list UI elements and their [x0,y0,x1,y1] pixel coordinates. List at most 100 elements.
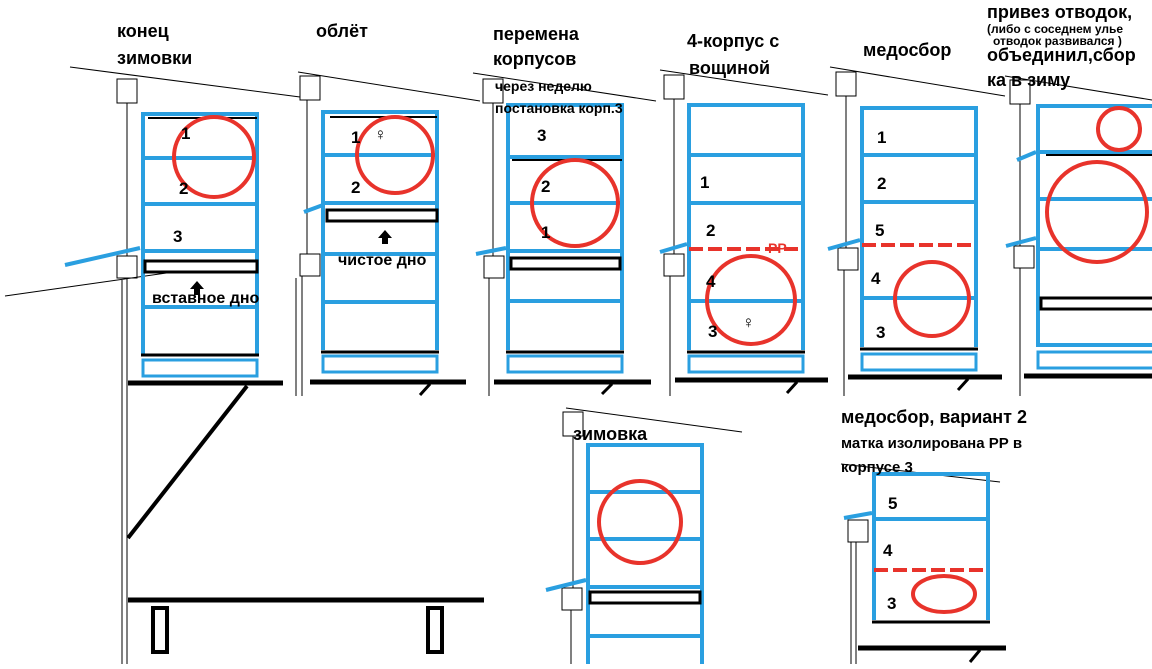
hive-body [545,443,704,664]
box-label: 3 [537,126,546,145]
stand-brace [956,377,970,392]
box-label: 1 [541,223,550,242]
stage-caption: перемена [493,24,580,44]
box-label: 4 [883,541,893,560]
stand-box [561,587,583,611]
roof-line [829,66,1006,97]
stage-note: чистое дно [338,252,427,269]
stage-caption: медосбор [863,40,951,60]
stand-box [663,253,685,277]
stand-brace [418,382,432,397]
stand-box [663,74,685,100]
brood-circle [172,115,256,199]
hive-body [1005,104,1152,370]
stand-box [835,71,857,97]
box-label: 2 [541,177,550,196]
roof-line [659,69,829,96]
box-label: 3 [887,594,896,613]
stage-caption: медосбор, вариант 2 [841,407,1027,427]
stage-caption: конец [117,21,169,41]
stage-end-of-winter: конец зимовки 1 2 3 вставное дно [4,21,484,664]
insert-bottom [509,256,622,271]
box-label: 1 [181,124,190,143]
brood-circle [597,479,683,565]
hive-body [303,110,439,374]
excluder-label: РР [768,240,787,256]
clean-bottom [325,208,439,223]
stand-box [847,519,869,543]
stand-box [116,78,138,104]
box-label: 2 [179,179,188,198]
box-label: 3 [173,227,182,246]
nuc-circle [1096,106,1142,152]
hive-body [475,103,624,374]
stand-brace [600,382,614,396]
stage-caption: 4-корпус с [687,31,779,51]
hive-body [843,472,990,620]
brood-circle [530,158,620,248]
stand-box [837,247,859,271]
stand-brace [968,649,982,663]
roof-line [472,72,657,102]
box-label: 5 [888,494,897,513]
box-label: 4 [871,269,881,288]
stage-caption: объединил,сбор [987,45,1136,65]
stage-note: вставное дно [152,290,260,307]
stage-wintering: зимовка [545,407,743,664]
box-label: 4 [706,272,716,291]
hive-body [827,106,978,372]
stage-caption: ка в зиму [987,70,1070,90]
stand-box [299,253,321,277]
stage-four-boxes-foundation: 4-корпус с вощиной 1 2 РР 4 3 ♀ [659,31,829,396]
insert-bottom [143,259,259,274]
stage-subcaption: (либо с соседнем улье [987,22,1123,36]
box-label: 1 [877,128,886,147]
stage-caption: зимовки [117,48,192,68]
insert-bottom [1039,296,1152,311]
hive-body [64,112,259,378]
stand-box [483,255,505,279]
brood-circle [355,115,435,195]
arrow-up-icon [190,281,204,295]
stage-box-swap: перемена корпусов через неделю постановк… [472,24,657,396]
box-label: 1 [700,173,709,192]
arrow-up-icon [378,230,392,244]
stage-caption: привез отводок, [987,2,1132,22]
stand-brace [126,384,249,540]
stage-caption: зимовка [573,424,648,444]
stage-caption: корпусов [493,49,576,69]
stage-subcaption: корпусе 3 [841,459,913,476]
stage-honey-flow: медосбор 1 2 5 4 3 [827,40,1006,396]
box-label: 1 [351,128,360,147]
stage-caption: облёт [316,21,368,41]
box-label: 3 [876,323,885,342]
stage-subcaption: отводок развивался ) [993,34,1122,48]
stage-nuc-merge: привез отводок, (либо с соседнем улье от… [987,2,1152,396]
box-label: 3 [708,322,717,341]
stage-subcaption: матка изолирована РР в [841,435,1022,452]
stage-caption: вощиной [689,58,770,78]
brood-circle [1045,160,1149,264]
queen-icon: ♀ [742,313,755,332]
box-label: 2 [351,178,360,197]
brood-circle [893,260,971,338]
stage-cleansing-flight: облёт 1 ♀ 2 чистое дно [295,21,481,397]
queen-icon: ♀ [374,125,387,144]
stage-subcaption: постановка корп.3 [495,100,623,116]
bench-leg [426,606,444,654]
bench-leg [151,606,169,654]
roof-line [297,71,481,102]
brood-circle [911,574,977,614]
roof-line [69,66,301,98]
box-label: 2 [877,174,886,193]
stand-box [116,255,138,279]
stand-brace [785,380,799,395]
stand-box [299,75,321,101]
stage-subcaption: через неделю [495,78,592,94]
stand-box [1013,245,1035,269]
insert-bottom [588,590,702,605]
box-label: 2 [706,221,715,240]
roof-line [565,407,743,433]
